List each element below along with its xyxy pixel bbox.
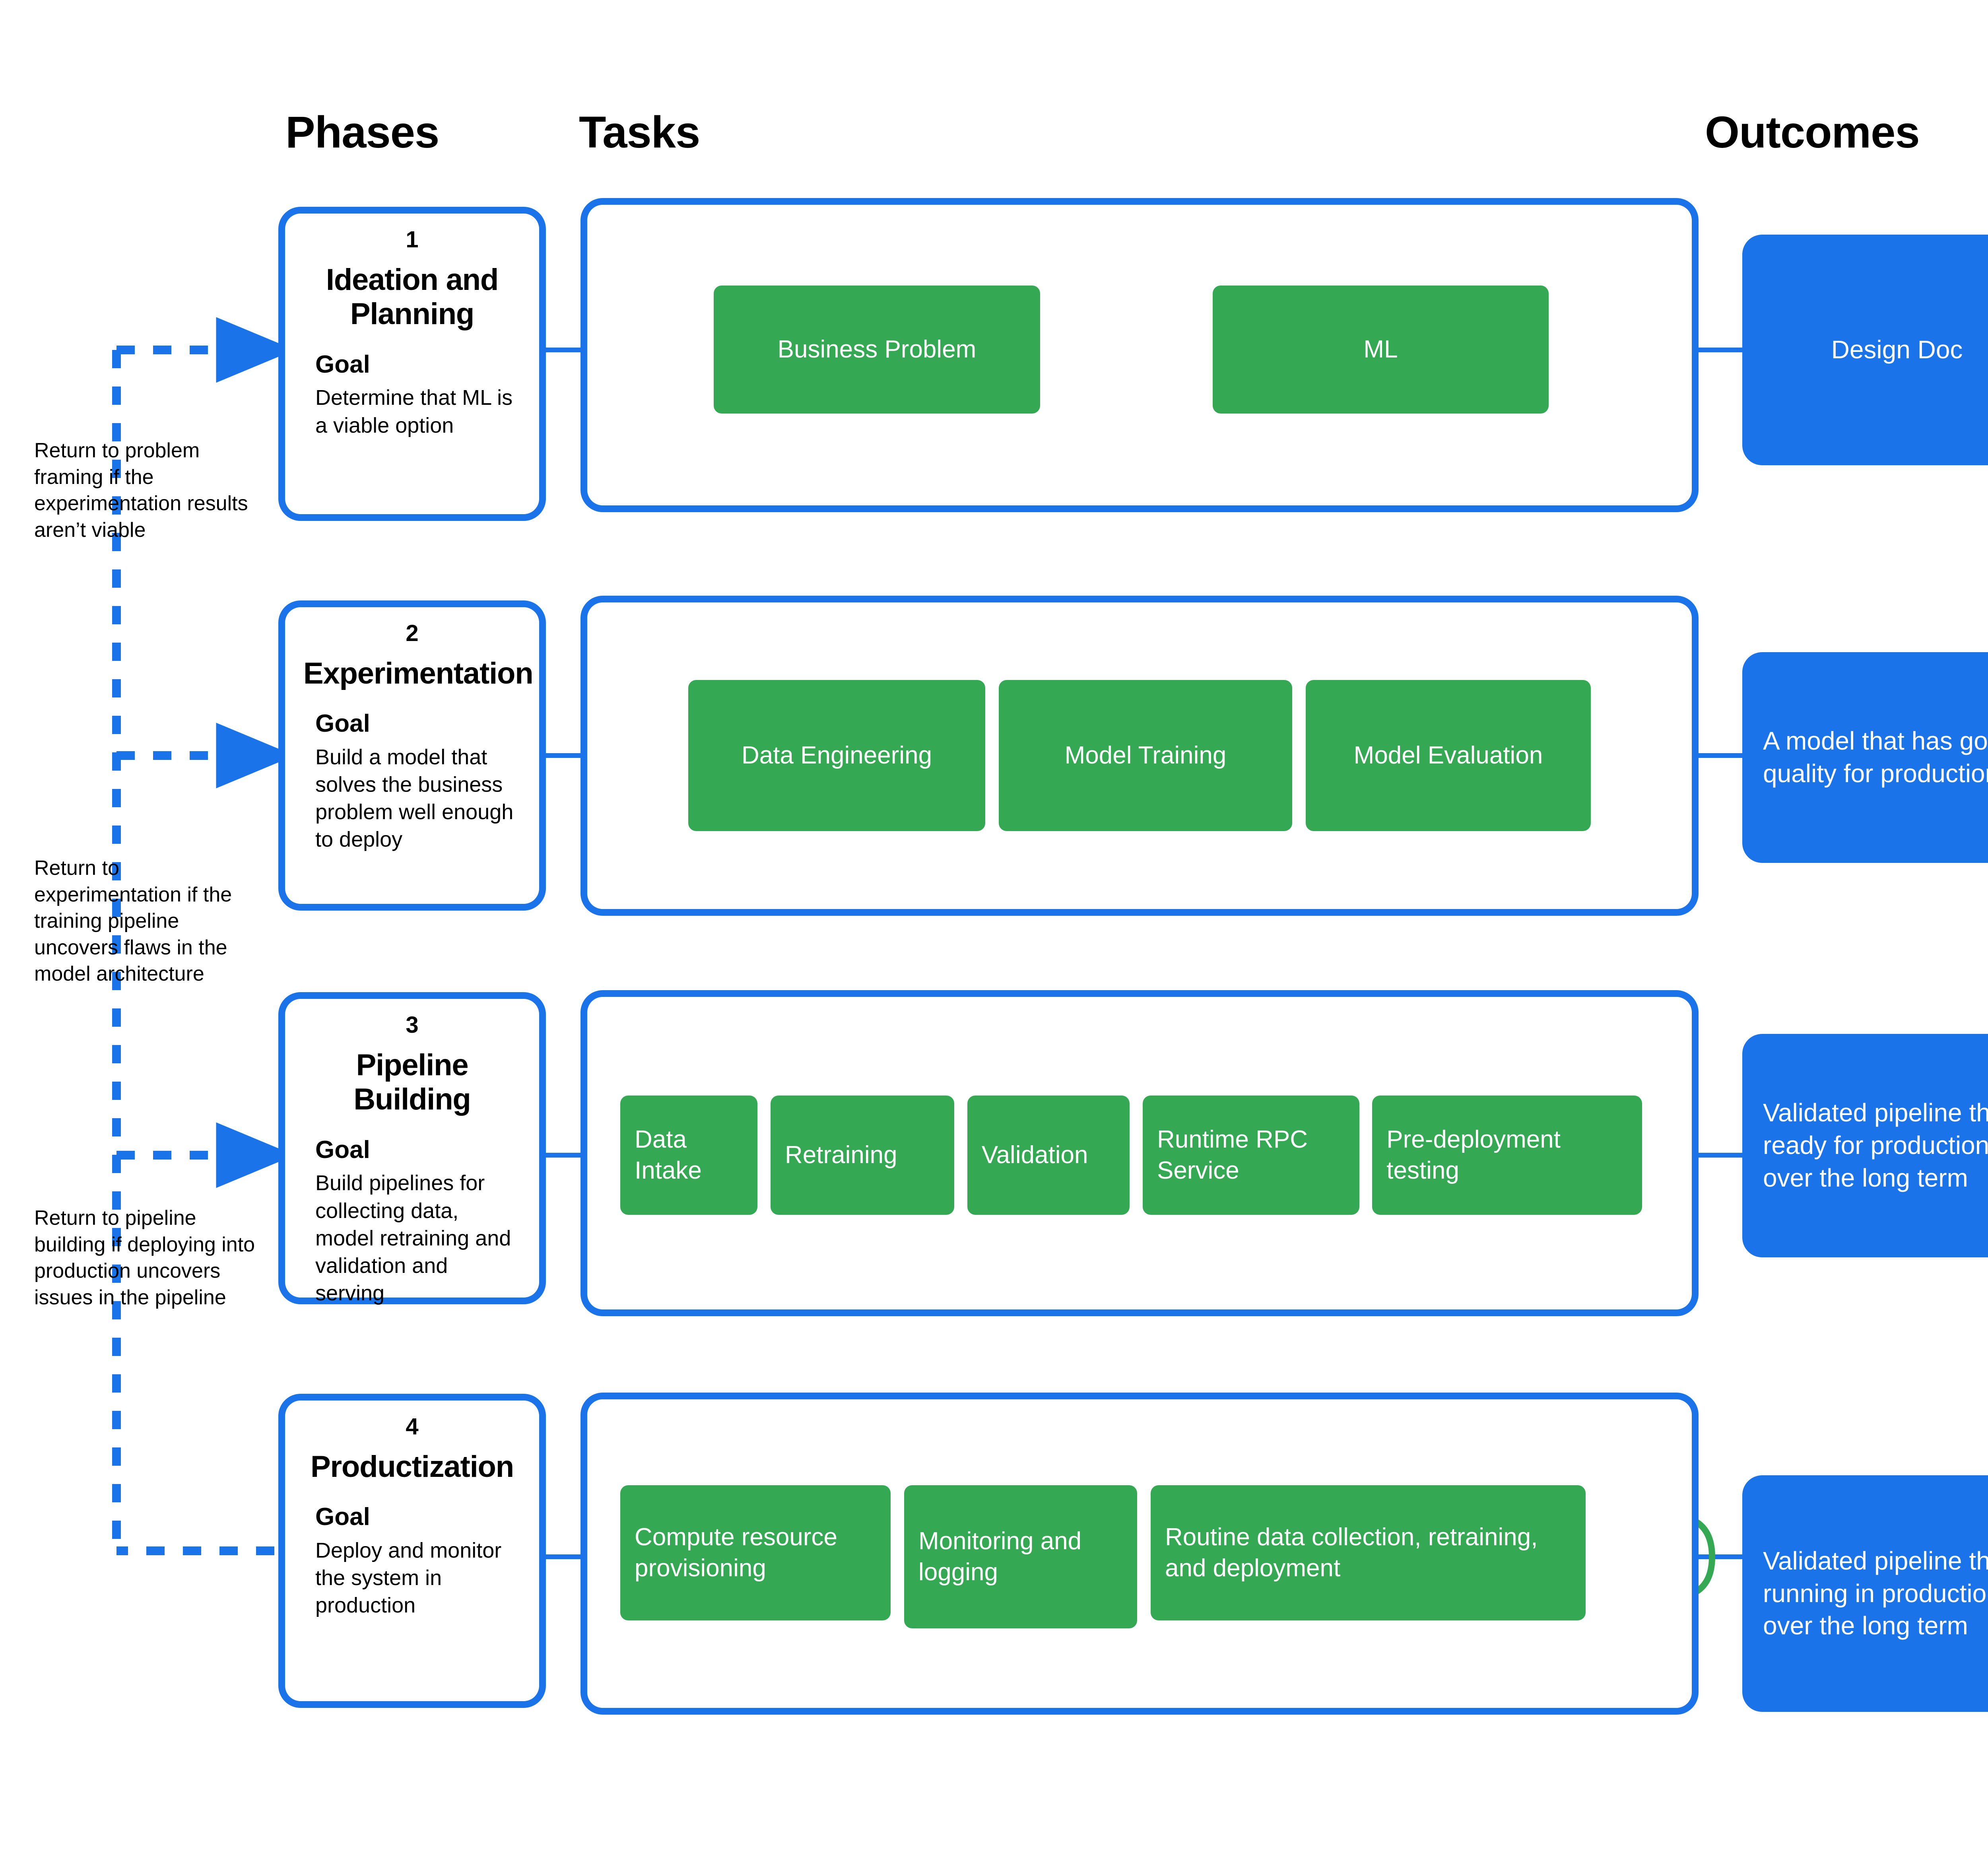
phase-title-1: Ideation and Planning	[326, 262, 499, 331]
task-box-data-intake[interactable]: Data Intake	[620, 1096, 758, 1215]
outcome-box-4[interactable]: Validated pipeline that’s running in pro…	[1742, 1475, 1988, 1712]
phase-card-2[interactable]: 2 Experimentation Goal Build a model tha…	[278, 600, 546, 911]
phase-goal-block-4: Goal Deploy and monitor the system in pr…	[303, 1502, 521, 1619]
phase-number-1: 1	[406, 227, 419, 253]
task-row-3: Data Intake Retraining Validation Runtim…	[620, 1096, 1642, 1215]
task-gap	[1040, 286, 1213, 414]
outcome-box-1[interactable]: Design Doc	[1742, 235, 1988, 465]
phase-card-3[interactable]: 3 Pipeline Building Goal Build pipelines…	[278, 992, 546, 1307]
task-gap	[757, 1096, 771, 1215]
task-row-2: Data Engineering Model Training Model Ev…	[688, 680, 1591, 831]
column-header-tasks: Tasks	[579, 107, 700, 157]
task-outcome-connectors	[1699, 348, 1742, 1559]
goal-text-4: Deploy and monitor the system in product…	[315, 1538, 502, 1618]
phase-title-4: Productization	[311, 1449, 514, 1484]
task-row-4: Compute resource provisioning Monitoring…	[620, 1485, 1670, 1628]
phase-goal-block-1: Goal Determine that ML is a viable optio…	[303, 350, 521, 439]
task-gap	[985, 680, 999, 831]
task-box-business-problem[interactable]: Business Problem	[714, 286, 1040, 414]
phase-goal-block-3: Goal Build pipelines for collecting data…	[303, 1135, 521, 1307]
goal-text-2: Build a model that solves the business p…	[315, 745, 514, 852]
phase-title-3: Pipeline Building	[353, 1048, 471, 1117]
goal-label-4: Goal	[315, 1503, 370, 1531]
goal-label-3: Goal	[315, 1136, 370, 1164]
task-box-routine-data-collection[interactable]: Routine data collection, retraining, and…	[1151, 1485, 1586, 1620]
task-gap	[891, 1485, 904, 1628]
task-box-compute-resource-provisioning[interactable]: Compute resource provisioning	[620, 1485, 891, 1620]
phase-number-3: 3	[406, 1012, 419, 1038]
annotation-left-1: Return to problem framing if the experim…	[34, 439, 248, 542]
task-box-model-training[interactable]: Model Training	[999, 680, 1292, 831]
task-box-ml[interactable]: ML	[1213, 286, 1549, 414]
phase-card-4[interactable]: 4 Productization Goal Deploy and monitor…	[278, 1394, 546, 1708]
task-gap	[1130, 1096, 1143, 1215]
goal-text-3: Build pipelines for collecting data, mod…	[315, 1171, 511, 1305]
annotation-left-3: Return to pipeline building if deploying…	[34, 1206, 255, 1309]
task-gap	[1137, 1485, 1151, 1628]
phase-task-connectors	[546, 348, 580, 1559]
phase-goal-block-2: Goal Build a model that solves the busin…	[303, 709, 521, 853]
column-header-phases: Phases	[285, 107, 439, 157]
task-box-runtime-rpc-service[interactable]: Runtime RPC Service	[1143, 1096, 1359, 1215]
phase-title-2: Experimentation	[303, 656, 534, 690]
task-gap	[954, 1096, 967, 1215]
task-box-pre-deployment-testing[interactable]: Pre-deployment testing	[1372, 1096, 1642, 1215]
task-box-data-engineering[interactable]: Data Engineering	[688, 680, 985, 831]
task-box-model-evaluation[interactable]: Model Evaluation	[1306, 680, 1591, 831]
task-gap	[1359, 1096, 1373, 1215]
task-row-1: Business Problem ML	[714, 286, 1549, 414]
goal-label-2: Goal	[315, 710, 370, 738]
phase-number-2: 2	[406, 620, 419, 646]
outcome-box-3[interactable]: Validated pipeline that’s ready for prod…	[1742, 1034, 1988, 1257]
phase-card-1[interactable]: 1 Ideation and Planning Goal Determine t…	[278, 207, 546, 521]
phase-number-4: 4	[406, 1414, 419, 1439]
goal-label-1: Goal	[315, 351, 370, 379]
task-box-validation[interactable]: Validation	[967, 1096, 1130, 1215]
outcome-box-2[interactable]: A model that has good quality for produc…	[1742, 652, 1988, 863]
column-header-outcomes: Outcomes	[1705, 107, 1920, 157]
goal-text-1: Determine that ML is a viable option	[315, 386, 513, 437]
annotation-left-2: Return to experimentation if the trainin…	[34, 857, 232, 986]
task-box-monitoring-and-logging[interactable]: Monitoring and logging	[904, 1485, 1137, 1628]
task-gap	[1292, 680, 1306, 831]
task-box-retraining[interactable]: Retraining	[770, 1096, 955, 1215]
